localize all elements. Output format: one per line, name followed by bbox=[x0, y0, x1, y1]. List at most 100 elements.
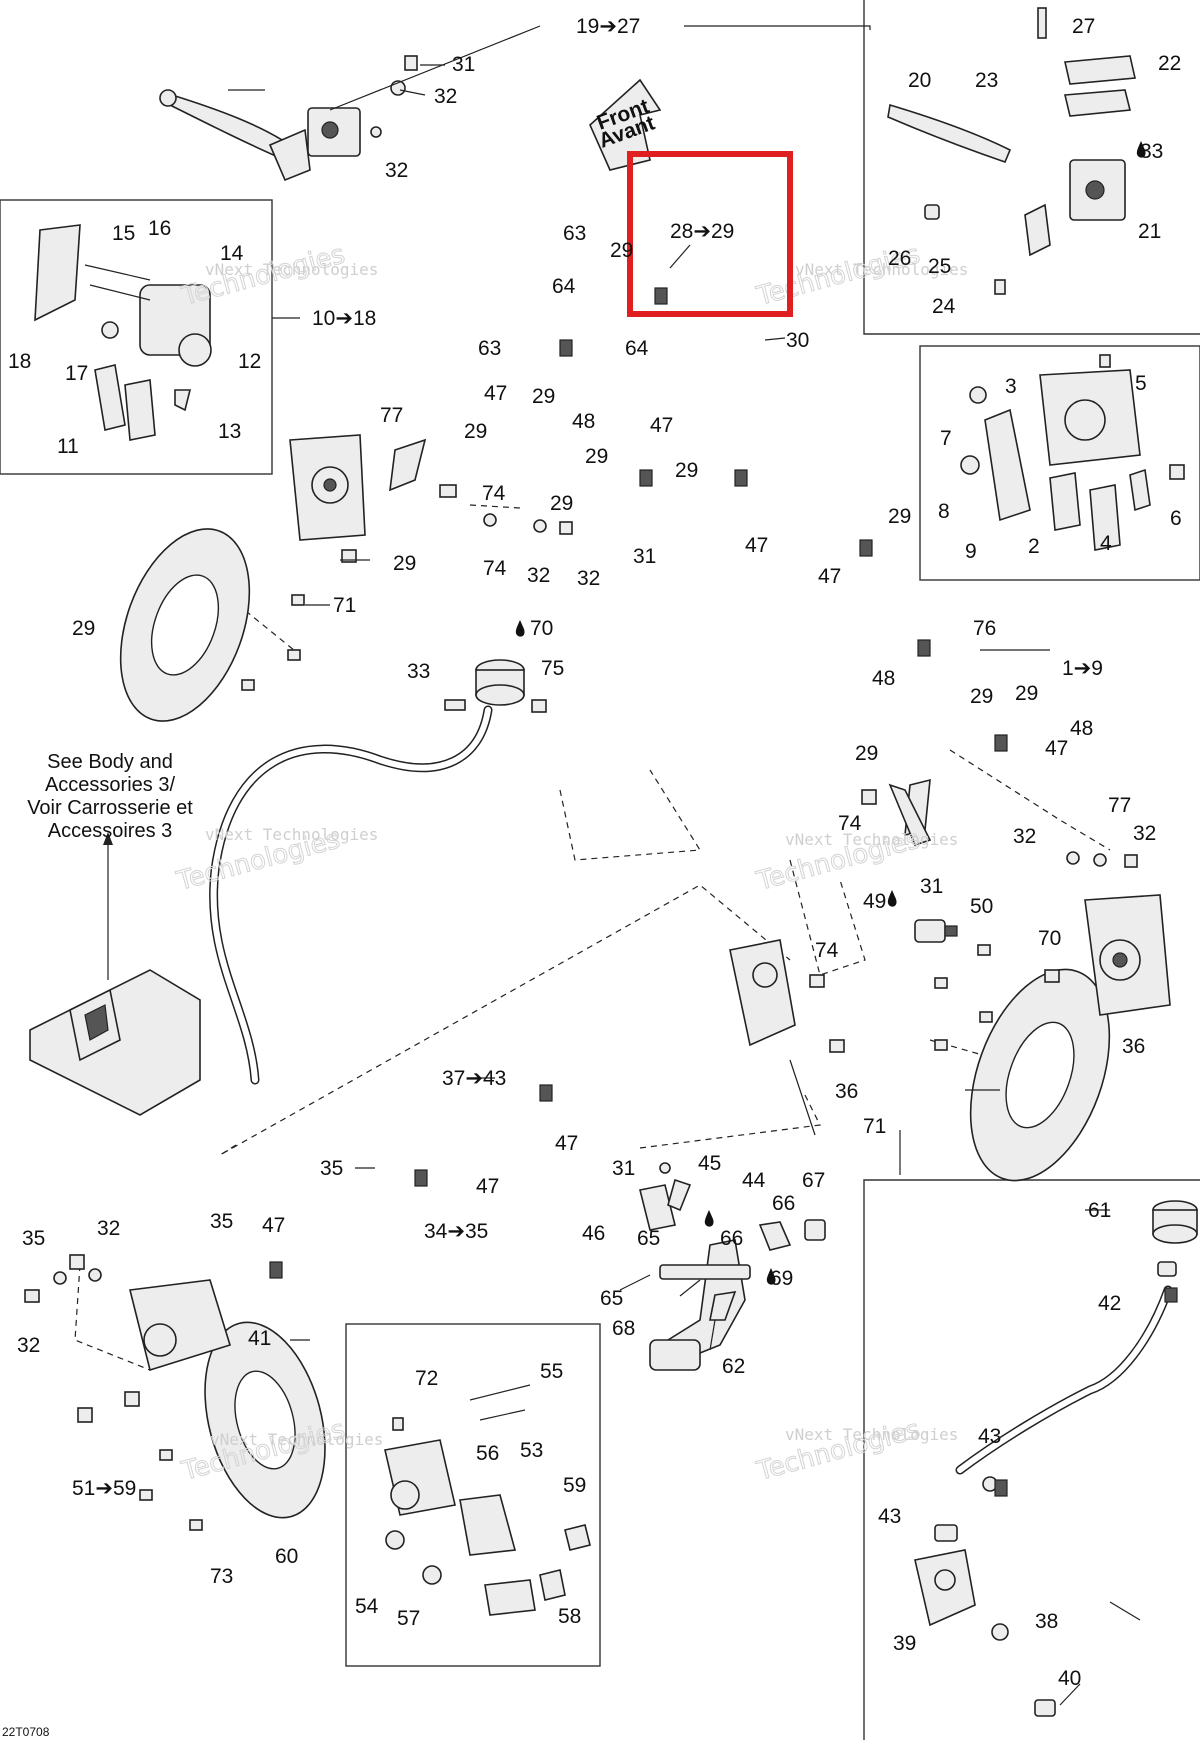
callout: 42 bbox=[1098, 1292, 1121, 1315]
callout: 55 bbox=[540, 1360, 563, 1383]
callout: 7 bbox=[940, 427, 952, 450]
fluid-drop-icon bbox=[1136, 141, 1146, 158]
callout: 32 bbox=[434, 85, 457, 108]
callout: 1➔9 bbox=[1062, 657, 1103, 680]
callout: 43 bbox=[978, 1425, 1001, 1448]
callout: 32 bbox=[577, 567, 600, 590]
body-accessories-note: See Body and Accessories 3/ Voir Carross… bbox=[27, 751, 193, 842]
callout: 10➔18 bbox=[312, 307, 376, 330]
callout: 70 bbox=[530, 617, 553, 640]
inset-box-front-right-caliper bbox=[919, 345, 1200, 581]
svg-text:Accessories 3/: Accessories 3/ bbox=[45, 774, 175, 796]
callout: 50 bbox=[970, 895, 993, 918]
callout: 36 bbox=[1122, 1035, 1145, 1058]
reservoir-hose bbox=[209, 705, 493, 1085]
callout: 44 bbox=[742, 1169, 766, 1192]
brake-lines bbox=[97, 117, 1133, 1278]
callout: 11 bbox=[57, 435, 79, 458]
brake-pedal bbox=[639, 1162, 826, 1371]
highlight-box bbox=[627, 151, 793, 317]
callout: 64 bbox=[625, 337, 649, 360]
callout: 32 bbox=[527, 564, 550, 587]
svg-text:vNext Technologies: vNext Technologies bbox=[785, 1425, 958, 1444]
callout: 29 bbox=[532, 385, 555, 408]
rear-rotor bbox=[139, 1321, 326, 1531]
callout: 36 bbox=[835, 1080, 858, 1103]
fluid-drop-icon bbox=[515, 620, 525, 637]
rear-caliper-inset-parts bbox=[384, 1384, 591, 1616]
fluid-drop-icon bbox=[766, 1268, 776, 1285]
callout: 47 bbox=[818, 565, 841, 588]
callout: 47 bbox=[1045, 737, 1068, 760]
callout: 48 bbox=[1070, 717, 1093, 740]
fluid-drop-icons bbox=[515, 141, 1146, 1285]
front-direction-arrow: Front Avant bbox=[589, 78, 662, 171]
callout: 47 bbox=[484, 382, 507, 405]
rear-master-cylinder bbox=[729, 939, 845, 1136]
callout: 32 bbox=[1133, 822, 1156, 845]
callout: 37➔43 bbox=[442, 1067, 506, 1090]
callout: 5 bbox=[1135, 372, 1147, 395]
callout: 74 bbox=[838, 812, 862, 835]
callout: 32 bbox=[385, 159, 408, 182]
right-bracket bbox=[888, 783, 932, 846]
front-right-caliper bbox=[861, 778, 1171, 1016]
callout: 29 bbox=[585, 445, 608, 468]
highlight-label: 28➔29 bbox=[670, 220, 734, 243]
note-arrow-head bbox=[103, 832, 113, 845]
rear-reservoir-hose bbox=[955, 1285, 1173, 1475]
callout: 68 bbox=[612, 1317, 635, 1340]
inset-box-master-cylinder bbox=[863, 0, 1200, 335]
callout: 54 bbox=[355, 1595, 379, 1618]
callout: 67 bbox=[802, 1169, 825, 1192]
callout: 77 bbox=[380, 404, 403, 427]
svg-text:vNext Technologies: vNext Technologies bbox=[785, 830, 958, 849]
callout: 13 bbox=[218, 420, 241, 443]
callout: 74 bbox=[482, 482, 506, 505]
image-code: 22T0708 bbox=[2, 1725, 50, 1739]
callout: 31 bbox=[633, 545, 656, 568]
callout: 20 bbox=[908, 69, 931, 92]
watermarks: vNext Technologies Technologies vNext Te… bbox=[173, 239, 969, 1487]
callout: 45 bbox=[698, 1152, 721, 1175]
callout: 65 bbox=[637, 1227, 660, 1250]
callout: 56 bbox=[476, 1442, 499, 1465]
callout: 60 bbox=[275, 1545, 298, 1568]
callout: 59 bbox=[563, 1474, 586, 1497]
callout: 70 bbox=[1038, 927, 1061, 950]
brake-light-switch bbox=[914, 919, 958, 943]
callout: 35 bbox=[320, 1157, 343, 1180]
callout: 58 bbox=[558, 1605, 581, 1628]
callout: 57 bbox=[397, 1607, 420, 1630]
callout: 30 bbox=[786, 329, 809, 352]
callout: 29 bbox=[675, 459, 698, 482]
front-left-rotor bbox=[119, 528, 305, 722]
callout: 47 bbox=[262, 1214, 285, 1237]
callout: 71 bbox=[333, 594, 356, 617]
callout: 74 bbox=[483, 557, 507, 580]
fluid-drop-icon bbox=[887, 890, 897, 907]
callout: 2 bbox=[1028, 535, 1040, 558]
callout: 25 bbox=[928, 255, 951, 278]
callout: 16 bbox=[148, 217, 171, 240]
callout: 47 bbox=[476, 1175, 499, 1198]
front-left-caliper bbox=[289, 434, 573, 563]
callout: 29 bbox=[970, 685, 993, 708]
callout: 77 bbox=[1108, 794, 1131, 817]
callout: 35 bbox=[210, 1210, 233, 1233]
callout: 8 bbox=[938, 500, 950, 523]
callout: 51➔59 bbox=[72, 1477, 136, 1500]
svg-text:vNext Technologies: vNext Technologies bbox=[795, 260, 968, 279]
callout: 29 bbox=[550, 492, 573, 515]
callout: 38 bbox=[1035, 1610, 1058, 1633]
callout: 18 bbox=[8, 350, 31, 373]
inset-box-front-left-caliper bbox=[0, 199, 273, 475]
callout: 15 bbox=[112, 222, 135, 245]
svg-text:vNext Technologies: vNext Technologies bbox=[210, 1430, 383, 1449]
callout: 29 bbox=[610, 239, 633, 262]
callout: 74 bbox=[815, 939, 839, 962]
callout: 29 bbox=[855, 742, 878, 765]
callout: 32 bbox=[1013, 825, 1036, 848]
callout: 4 bbox=[1100, 532, 1112, 555]
